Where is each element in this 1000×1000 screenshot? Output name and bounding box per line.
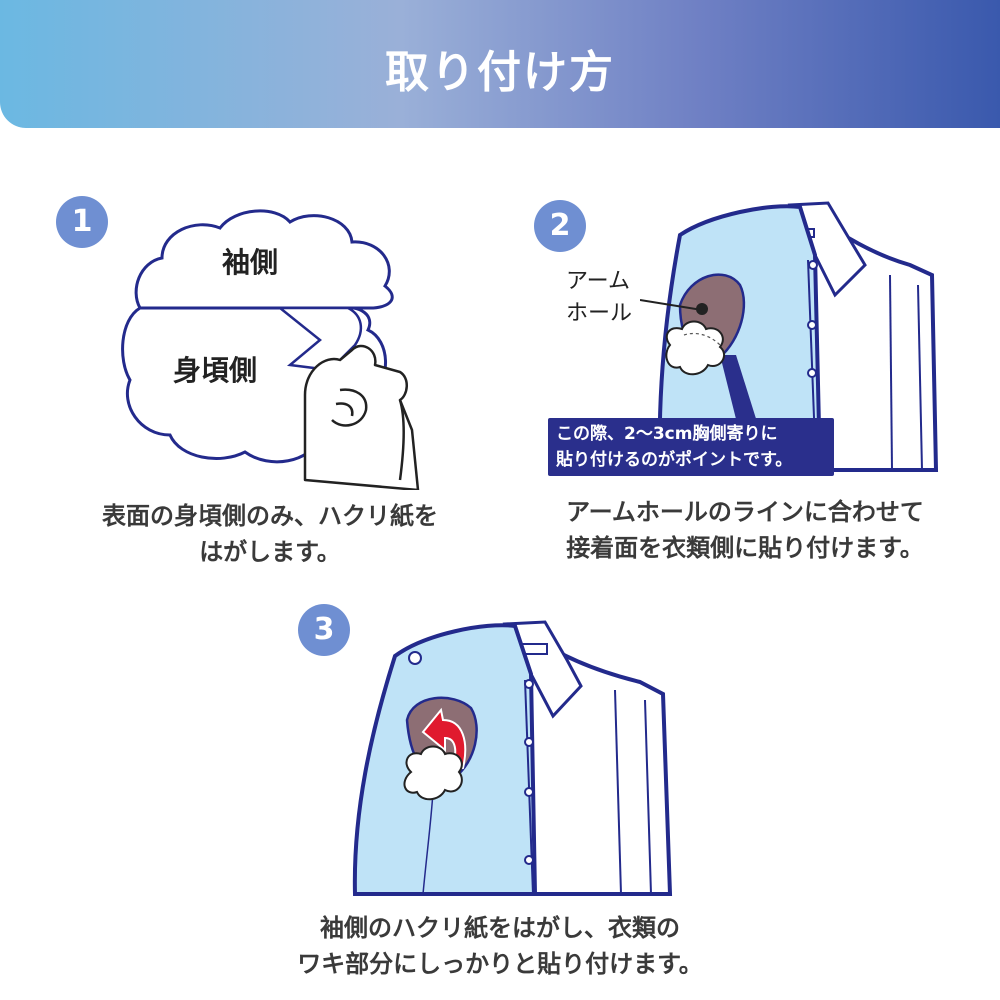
armhole-label-line: ホール [566, 301, 633, 326]
step-2-caption-line: アームホールのラインに合わせて [566, 498, 924, 526]
step-2-illustration [640, 195, 960, 480]
sleeve-side-label: 袖側 [222, 246, 278, 279]
step-1-badge: 1 [56, 196, 108, 248]
step-3-caption: 袖側のハクリ紙をはがし、衣類の ワキ部分にしっかりと貼り付けます。 [270, 910, 730, 982]
step-1-illustration: 袖側 身頃側 [100, 190, 440, 490]
step-1-caption: 表面の身頃側のみ、ハクリ紙を はがします。 [60, 498, 480, 570]
step-2-badge: 2 [534, 200, 586, 252]
armhole-label: アーム ホール [562, 266, 637, 330]
step-3-caption-line: ワキ部分にしっかりと貼り付けます。 [297, 950, 703, 978]
header-banner: 取り付け方 [0, 0, 1000, 128]
tip-note-line: 貼り付けるのがポイントです。 [556, 450, 793, 470]
tip-note-box: この際、2〜3cm胸側寄りに 貼り付けるのがポイントです。 [548, 418, 834, 476]
peeled-paper [403, 745, 463, 801]
step-1-caption-line: 表面の身頃側のみ、ハクリ紙を [102, 502, 438, 530]
page-title: 取り付け方 [385, 47, 615, 98]
sleeve-side-pad [134, 209, 394, 310]
hand-icon [303, 344, 420, 490]
step-3-illustration [345, 612, 685, 897]
step-2-caption: アームホールのラインに合わせて 接着面を衣類側に貼り付けます。 [530, 494, 960, 566]
step-3-caption-line: 袖側のハクリ紙をはがし、衣類の [320, 914, 680, 942]
tip-note-line: この際、2〜3cm胸側寄りに [556, 424, 778, 444]
peeled-paper-flap [276, 306, 363, 372]
step-3-badge: 3 [298, 604, 350, 656]
body-side-label: 身頃側 [173, 354, 257, 387]
step-1-caption-line: はがします。 [199, 538, 341, 566]
step-2-caption-line: 接着面を衣類側に貼り付けます。 [566, 534, 924, 562]
armhole-label-line: アーム [566, 269, 631, 294]
shirt-illustration [352, 620, 673, 896]
peeled-paper [665, 320, 726, 376]
armhole-pointer-line [640, 299, 703, 311]
shirt-illustration [657, 201, 939, 472]
